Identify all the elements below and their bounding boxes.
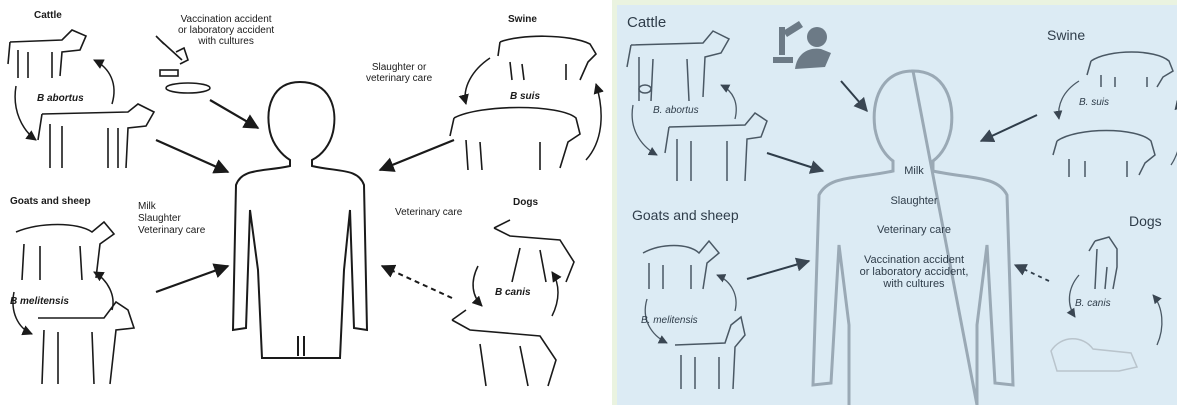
swine-bottom-icon [450,108,580,171]
label-vaccination: Vaccination accident or laboratory accid… [178,14,274,47]
label-cattle-right: Cattle [627,14,666,31]
dog-bottom-icon-right [1051,339,1137,371]
arrow-cattle-to-human-right [767,153,823,171]
arrow-dogs-to-human-right [1015,265,1049,281]
label-b-canis-right: B. canis [1075,298,1111,309]
label-b-melitensis: B melitensis [10,296,69,307]
swine-cycle-arrow-right [1059,81,1079,119]
dog-top-icon-right [1089,237,1117,289]
arrow-swine-to-human [380,140,454,170]
swine-top-icon-right [1087,52,1173,87]
label-cattle: Cattle [34,10,62,21]
swine-cycle-arrow-2 [586,84,601,160]
dog-cycle-arrow-right [1069,275,1079,317]
label-vaccination-right-line-3: with cultures [837,278,991,290]
label-vaccination-right-line-2: or laboratory accident, [837,266,991,278]
goat-icon-right [675,317,745,389]
cattle-cycle-arrow-right-2 [721,85,736,119]
cattle-top-icon-right [627,31,729,101]
label-vaccination-line-2: or laboratory accident [178,25,274,36]
label-dogs-right: Dogs [1129,213,1162,229]
label-slaughter-right: Slaughter [869,195,959,207]
arrow-swine-to-human-right [981,115,1037,141]
label-b-melitensis-right: B. melitensis [641,315,698,326]
label-b-suis: B suis [510,91,540,102]
cattle-cycle-arrow [15,86,36,140]
label-swine: Swine [508,14,537,25]
dog-bottom-icon [452,310,556,386]
sheep-icon-right [643,241,719,289]
label-dogs: Dogs [513,197,538,208]
cattle-bottom-icon-right [665,113,767,181]
label-slaughter-vet: Slaughter or veterinary care [366,62,432,84]
goat-cycle-arrow-2 [94,272,113,310]
goat-icon [38,302,134,384]
swine-bottom-icon-right [1053,131,1155,178]
label-goats-sheep: Goats and sheep [10,196,91,207]
label-milk-slaughter-vet: Milk Slaughter Veterinary care [138,201,205,237]
label-b-abortus: B abortus [37,93,84,104]
label-slaughter-vet-line-2: veterinary care [366,73,432,84]
dog-cycle-arrow [473,266,482,306]
cattle-cycle-arrow-2 [94,60,114,104]
label-slaughter-vet-line-1: Slaughter or [366,62,432,73]
left-panel: Cattle B abortus Vaccination accident or… [0,0,612,405]
label-b-suis-right: B. suis [1079,97,1109,108]
sheep-icon [16,222,114,280]
dog-cycle-arrow-right-2 [1153,295,1162,345]
swine-cycle-arrow [465,58,490,104]
label-vaccination-line-3: with cultures [178,36,274,47]
label-vet-care-right: Veterinary care [849,224,979,236]
label-b-canis: B canis [495,287,531,298]
arrow-cattle-to-human [156,140,228,172]
right-panel: Cattle B. abortus Swine B. suis Goats an… [617,5,1177,405]
label-milk-right: Milk [879,165,949,177]
human-figure [233,82,367,358]
label-swine-right: Swine [1047,27,1085,43]
cattle-top-icon [8,30,86,78]
label-goats-sheep-right: Goats and sheep [632,207,739,223]
swine-cycle-arrow-right-2 [1171,101,1177,165]
dog-cycle-arrow-2 [552,272,558,316]
label-vaccination-right-line-1: Vaccination accident [837,254,991,266]
cattle-bottom-icon [38,104,154,168]
label-b-abortus-right: B. abortus [653,105,699,116]
arrow-goats-to-human-right [747,261,809,279]
label-vaccination-line-1: Vaccination accident [178,14,274,25]
human-figure-right [813,71,1013,405]
label-vet-line: Veterinary care [138,225,205,237]
arrow-lab-to-human-right [841,81,867,111]
label-vaccination-right: Vaccination accident or laboratory accid… [837,254,991,290]
swine-top-icon [498,36,596,80]
label-vet-care: Veterinary care [395,207,462,218]
dog-top-icon [494,220,574,282]
label-milk-line: Milk [138,201,205,213]
scientist-microscope-icon [773,21,831,69]
arrow-dogs-to-human [382,266,452,298]
arrow-goats-to-human [156,266,228,292]
goat-cycle-arrow-right-2 [717,275,736,311]
label-slaughter-line: Slaughter [138,213,205,225]
arrow-lab-to-human [210,100,258,128]
